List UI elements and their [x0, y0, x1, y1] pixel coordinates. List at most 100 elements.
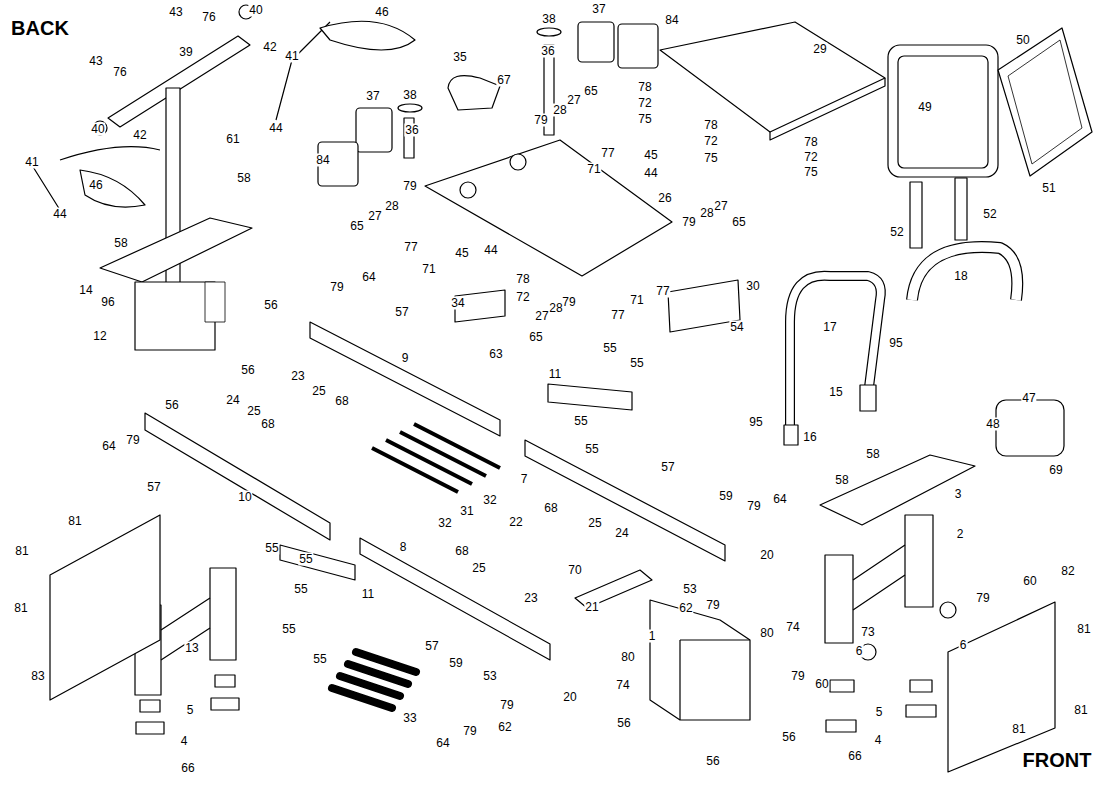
callout-number: 55 [264, 542, 279, 555]
callout-number: 45 [643, 149, 658, 162]
callout-number: 77 [600, 147, 615, 160]
callout-number: 96 [100, 296, 115, 309]
callout-number: 15 [828, 386, 843, 399]
callout-number: 57 [660, 461, 675, 474]
callout-number: 25 [311, 385, 326, 398]
callout-number: 64 [361, 271, 376, 284]
callout-number: 55 [602, 342, 617, 355]
callout-number: 72 [637, 97, 652, 110]
callout-number: 80 [620, 651, 635, 664]
callout-number: 26 [657, 192, 672, 205]
callout-number: 44 [643, 167, 658, 180]
callout-number: 68 [260, 418, 275, 431]
callout-number: 67 [496, 74, 511, 87]
callout-number: 62 [497, 721, 512, 734]
callout-number: 45 [454, 247, 469, 260]
callout-number: 52 [982, 208, 997, 221]
callout-number: 29 [812, 43, 827, 56]
callout-number: 23 [290, 370, 305, 383]
callout-number: 77 [610, 309, 625, 322]
callout-number: 71 [421, 263, 436, 276]
callout-number: 75 [637, 113, 652, 126]
callout-number: 81 [67, 515, 82, 528]
callout-number: 62 [678, 602, 693, 615]
callout-number: 79 [499, 699, 514, 712]
callout-number: 76 [201, 11, 216, 24]
callout-number: 65 [731, 216, 746, 229]
callout-number: 60 [1022, 575, 1037, 588]
callout-number: 64 [101, 440, 116, 453]
callout-number: 81 [14, 545, 29, 558]
callout-number: 81 [1076, 623, 1091, 636]
callout-number: 48 [985, 418, 1000, 431]
callout-number: 25 [587, 517, 602, 530]
callout-number: 28 [548, 302, 563, 315]
callout-number: 72 [803, 151, 818, 164]
callout-number: 12 [92, 330, 107, 343]
callout-number: 57 [146, 481, 161, 494]
callout-number: 24 [614, 527, 629, 540]
callout-number: 54 [729, 321, 744, 334]
callout-number: 55 [298, 553, 313, 566]
callout-number: 24 [225, 394, 240, 407]
callout-number: 55 [281, 623, 296, 636]
callout-number: 27 [566, 94, 581, 107]
callout-number: 6 [855, 645, 864, 658]
callout-number: 52 [889, 226, 904, 239]
callout-number: 56 [240, 364, 255, 377]
callout-number: 40 [90, 123, 105, 136]
callout-number: 79 [462, 725, 477, 738]
callout-number: 65 [528, 331, 543, 344]
callout-number: 79 [790, 670, 805, 683]
callout-number: 61 [225, 133, 240, 146]
callout-number: 27 [534, 310, 549, 323]
callout-number: 81 [1073, 704, 1088, 717]
callout-number: 71 [586, 163, 601, 176]
callout-number: 75 [703, 152, 718, 165]
callout-number: 56 [781, 731, 796, 744]
callout-number: 37 [365, 90, 380, 103]
callout-number: 66 [180, 762, 195, 775]
callout-number: 77 [403, 241, 418, 254]
callout-number: 79 [746, 500, 761, 513]
callout-number: 78 [803, 136, 818, 149]
callout-number: 46 [88, 179, 103, 192]
callout-number: 65 [349, 220, 364, 233]
callout-number: 44 [483, 244, 498, 257]
callout-number: 58 [113, 237, 128, 250]
callout-number: 8 [399, 541, 408, 554]
callout-number: 40 [248, 4, 263, 17]
callout-number: 76 [112, 66, 127, 79]
callout-number: 41 [24, 156, 39, 169]
callout-number: 18 [953, 270, 968, 283]
callout-number: 34 [450, 297, 465, 310]
callout-number: 42 [132, 129, 147, 142]
callout-number: 6 [959, 639, 968, 652]
callout-number: 13 [184, 642, 199, 655]
callout-number: 68 [454, 545, 469, 558]
callout-number: 59 [718, 490, 733, 503]
callout-number: 32 [482, 494, 497, 507]
callout-number: 5 [186, 704, 195, 717]
callout-number: 72 [703, 135, 718, 148]
callout-number: 33 [402, 712, 417, 725]
callout-number: 28 [384, 200, 399, 213]
callout-number: 77 [655, 285, 670, 298]
callout-number: 23 [523, 592, 538, 605]
callout-number: 55 [293, 583, 308, 596]
callout-number: 59 [448, 657, 463, 670]
callout-number: 74 [785, 621, 800, 634]
callout-number: 38 [402, 89, 417, 102]
callout-number: 36 [404, 124, 419, 137]
callout-number: 68 [334, 395, 349, 408]
callout-number: 60 [814, 678, 829, 691]
callout-number: 64 [435, 737, 450, 750]
callout-number: 38 [541, 13, 556, 26]
callout-number: 14 [78, 284, 93, 297]
callout-number: 81 [1011, 723, 1026, 736]
callout-number: 64 [772, 493, 787, 506]
callout-number: 20 [562, 691, 577, 704]
callout-number: 58 [865, 448, 880, 461]
